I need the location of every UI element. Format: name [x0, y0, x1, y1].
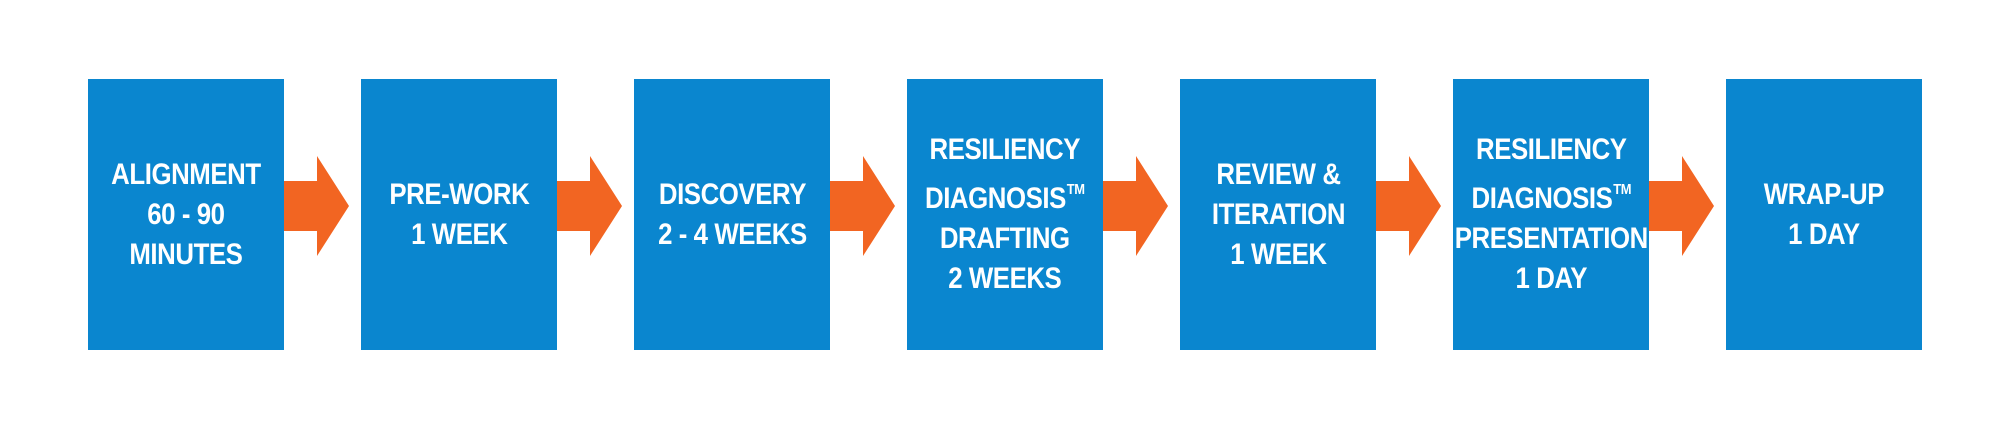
step-diagnosis-drafting: RESILIENCY DIAGNOSISTM DRAFTING 2 WEEKS [907, 79, 1103, 350]
step-label-line: ITERATION [1211, 197, 1345, 231]
step-label: RESILIENCY DIAGNOSISTM DRAFTING 2 WEEKS [925, 130, 1085, 299]
right-arrow-icon [1376, 156, 1441, 256]
step-label-line: WRAP-UP [1763, 177, 1885, 211]
step-label-line: 1 DAY [1515, 262, 1587, 295]
trademark-mark: TM [1613, 181, 1631, 198]
step-label-line: 1 DAY [1788, 217, 1860, 251]
step-label-line: ALIGNMENT [111, 157, 261, 191]
step-label-line: RESILIENCY [1475, 133, 1627, 166]
right-arrow-icon [1649, 156, 1714, 256]
step-label-line: DIAGNOSISTM [925, 170, 1085, 219]
step-alignment: ALIGNMENT 60 - 90 MINUTES [88, 79, 284, 350]
step-label: WRAP-UP 1 DAY [1763, 175, 1885, 255]
step-wrap-up: WRAP-UP 1 DAY [1726, 79, 1922, 350]
step-label-line: PRESENTATION [1454, 222, 1648, 255]
step-label-line: 1 WEEK [1229, 237, 1327, 271]
step-review-iteration: REVIEW & ITERATION 1 WEEK [1180, 79, 1376, 350]
right-arrow-icon [830, 156, 895, 256]
right-arrow-icon [1103, 156, 1168, 256]
step-label-line: PRE-WORK [389, 177, 529, 211]
trademark-mark: TM [1067, 181, 1085, 198]
step-label-line: MINUTES [129, 237, 243, 271]
right-arrow-icon [284, 156, 349, 256]
step-label: ALIGNMENT 60 - 90 MINUTES [111, 155, 261, 275]
step-label-line: DRAFTING [940, 222, 1070, 255]
step-label-line: REVIEW & [1215, 157, 1341, 191]
step-label-line: 2 - 4 WEEKS [657, 217, 807, 251]
right-arrow-icon [557, 156, 622, 256]
step-label-line: 2 WEEKS [948, 262, 1062, 295]
step-label: DISCOVERY 2 - 4 WEEKS [658, 175, 807, 255]
step-label-text: DIAGNOSIS [925, 182, 1067, 215]
step-label: RESILIENCY DIAGNOSISTM PRESENTATION 1 DA… [1454, 130, 1648, 299]
step-label-line: 60 - 90 [147, 197, 225, 231]
step-discovery: DISCOVERY 2 - 4 WEEKS [634, 79, 830, 350]
step-label: PRE-WORK 1 WEEK [389, 175, 529, 255]
step-label-line: DIAGNOSISTM [1454, 170, 1647, 219]
step-label-line: RESILIENCY [929, 133, 1081, 166]
step-diagnosis-presentation: RESILIENCY DIAGNOSISTM PRESENTATION 1 DA… [1453, 79, 1649, 350]
step-label-line: DISCOVERY [658, 177, 806, 211]
step-label-text: DIAGNOSIS [1471, 182, 1613, 215]
step-label-line: 1 WEEK [410, 217, 508, 251]
step-label: REVIEW & ITERATION 1 WEEK [1211, 155, 1345, 275]
step-pre-work: PRE-WORK 1 WEEK [361, 79, 557, 350]
